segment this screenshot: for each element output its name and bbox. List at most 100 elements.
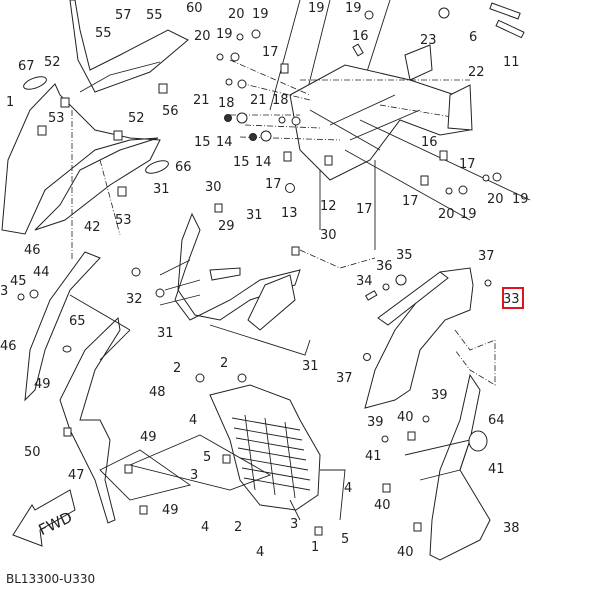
callout-35: 35 (396, 248, 413, 263)
callout-17: 17 (262, 45, 279, 60)
callout-15: 15 (194, 135, 211, 150)
callout-40: 40 (397, 545, 414, 560)
radiator-fins (231, 414, 311, 499)
callout-4: 4 (344, 481, 352, 496)
callout-30: 30 (205, 180, 222, 195)
callout-40: 40 (397, 410, 414, 425)
callout-5: 5 (203, 450, 211, 465)
front-cowl (1, 0, 189, 260)
callout-20: 20 (194, 29, 211, 44)
callout-60: 60 (186, 1, 203, 16)
callout-14: 14 (255, 155, 272, 170)
callout-56: 56 (162, 104, 179, 119)
callout-5: 5 (341, 532, 349, 547)
callout-21: 21 (193, 93, 210, 108)
callout-42: 42 (84, 220, 101, 235)
callout-11: 11 (503, 55, 520, 70)
lower-cowl-38 (381, 373, 491, 561)
callout-50: 50 (24, 445, 41, 460)
side-cowl-left (17, 251, 192, 524)
callout-65: 65 (69, 314, 86, 329)
callout-44: 44 (33, 265, 50, 280)
callout-57: 57 (115, 8, 132, 23)
fwd-arrow-icon: FWD (12, 489, 76, 547)
callout-18: 18 (272, 93, 289, 108)
callout-41: 41 (365, 449, 382, 464)
side-panel-33 (363, 267, 496, 409)
callout-4: 4 (201, 520, 209, 535)
callout-12: 12 (320, 199, 337, 214)
callout-16: 16 (352, 29, 369, 44)
meter-stay (229, 0, 531, 250)
callout-55: 55 (146, 8, 163, 23)
callout-39: 39 (431, 388, 448, 403)
callout-19: 19 (216, 27, 233, 42)
callout-19: 19 (345, 1, 362, 16)
callout-2: 2 (220, 356, 228, 371)
callout-29: 29 (218, 219, 235, 234)
callout-66: 66 (175, 160, 192, 175)
callout-45: 45 (10, 274, 27, 289)
callout-52: 52 (44, 55, 61, 70)
callout-49: 49 (140, 430, 157, 445)
callout-36: 36 (376, 259, 393, 274)
callout-31: 31 (302, 359, 319, 374)
callout-31: 31 (157, 326, 174, 341)
callout-37: 37 (478, 249, 495, 264)
callout-22: 22 (468, 65, 485, 80)
callout-53: 53 (48, 111, 65, 126)
radiator-cover (128, 373, 346, 536)
callout-20: 20 (228, 7, 245, 22)
callout-34: 34 (356, 274, 373, 289)
callout-49: 49 (162, 503, 179, 518)
callout-2: 2 (234, 520, 242, 535)
callout-20: 20 (487, 192, 504, 207)
callout-46: 46 (24, 243, 41, 258)
callout-40: 40 (374, 498, 391, 513)
callout-18: 18 (218, 96, 235, 111)
callout-4: 4 (189, 413, 197, 428)
callout-47: 47 (68, 468, 85, 483)
callout-33[interactable]: 33 (503, 292, 520, 307)
callout-17: 17 (265, 177, 282, 192)
callout-67: 67 (18, 59, 35, 74)
callout-3: 3 (0, 284, 8, 299)
hardware (216, 2, 525, 195)
callout-17: 17 (356, 202, 373, 217)
callout-38: 38 (503, 521, 520, 536)
callout-52: 52 (128, 111, 145, 126)
callout-19: 19 (512, 192, 529, 207)
callout-21: 21 (250, 93, 267, 108)
callout-17: 17 (459, 157, 476, 172)
callout-31: 31 (246, 208, 263, 223)
callout-6: 6 (469, 30, 477, 45)
callout-49: 49 (34, 377, 51, 392)
callout-3: 3 (290, 517, 298, 532)
callout-23: 23 (420, 33, 437, 48)
callout-2: 2 (173, 361, 181, 376)
callout-48: 48 (149, 385, 166, 400)
callout-17: 17 (402, 194, 419, 209)
callout-19: 19 (252, 7, 269, 22)
callout-1: 1 (6, 95, 14, 110)
callout-15: 15 (233, 155, 250, 170)
callout-16: 16 (421, 135, 438, 150)
diagram-code: BL13300-U330 (6, 572, 96, 586)
inner-panel-bracket (131, 203, 376, 356)
callout-4: 4 (256, 545, 264, 560)
callout-39: 39 (367, 415, 384, 430)
highlight-box-part-33 (502, 287, 524, 309)
callout-13: 13 (281, 206, 298, 221)
callout-30: 30 (320, 228, 337, 243)
callout-3: 3 (190, 468, 198, 483)
callout-37: 37 (336, 371, 353, 386)
callout-64: 64 (488, 413, 505, 428)
callout-19: 19 (308, 1, 325, 16)
callout-41: 41 (488, 462, 505, 477)
callout-20: 20 (438, 207, 455, 222)
callout-32: 32 (126, 292, 143, 307)
callout-53: 53 (115, 213, 132, 228)
callout-14: 14 (216, 135, 233, 150)
